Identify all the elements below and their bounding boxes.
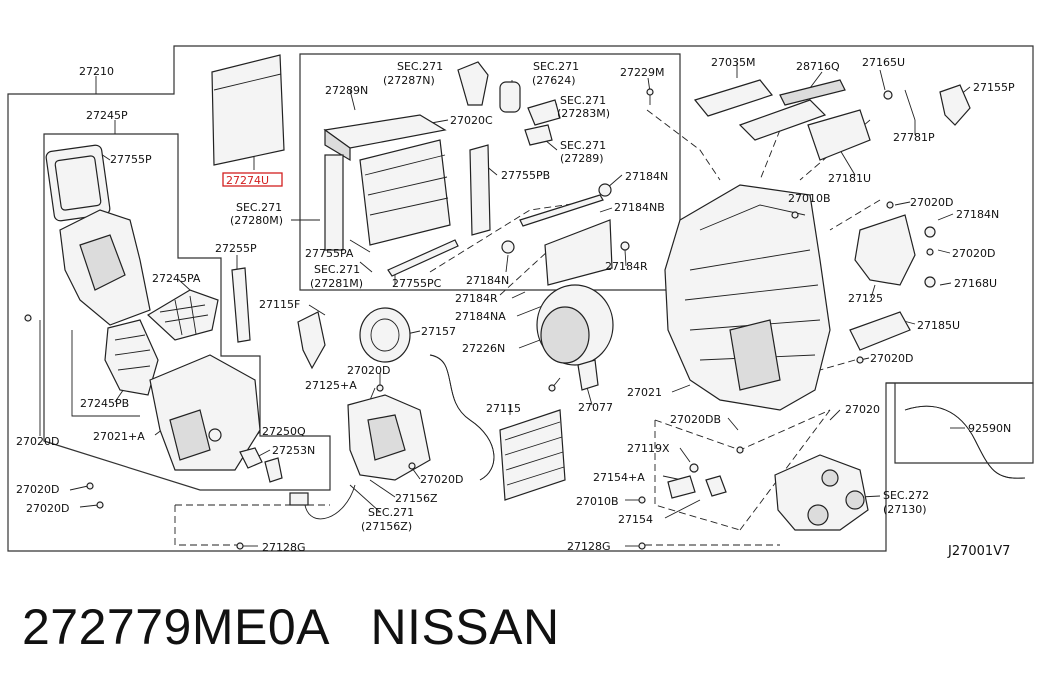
callout-sec-27283m-sub: (27283M) — [557, 107, 610, 120]
callout-27755PA: 27755PA — [305, 247, 354, 260]
callout-27155P: 27155P — [973, 81, 1015, 94]
callout-27035M: 27035M — [711, 56, 755, 69]
callout-27781P: 27781P — [893, 131, 935, 144]
callout-27184R-left: 27184R — [455, 292, 498, 305]
parts-diagram: 27210 27245P 27755P 27274U SEC.271 (2728… — [7, 45, 1034, 559]
callout-27168U: 27168U — [954, 277, 997, 290]
inner-frame-27245P — [43, 133, 331, 491]
callout-sec-27156z: SEC.271 — [368, 506, 414, 519]
callout-27020: 27020 — [845, 403, 880, 416]
callout-27755PB: 27755PB — [501, 169, 550, 182]
callout-27020C: 27020C — [450, 114, 493, 127]
part-caption: 272779ME0A NISSAN — [22, 598, 560, 656]
callout-27077: 27077 — [578, 401, 613, 414]
callout-sec-27287n: SEC.271 — [397, 60, 443, 73]
callout-sec-27280m-sub: (27280M) — [230, 214, 283, 227]
callout-27020D-r2: 27020D — [952, 247, 995, 260]
callout-27755P: 27755P — [110, 153, 152, 166]
callout-27755PC: 27755PC — [392, 277, 442, 290]
callout-27210: 27210 — [79, 65, 114, 78]
callout-27165U: 27165U — [862, 56, 905, 69]
callout-27020D-center: 27020D — [347, 364, 390, 377]
callout-27020D-r3: 27020D — [870, 352, 913, 365]
brand-name: NISSAN — [370, 599, 560, 655]
callout-sec-27283m: SEC.271 — [560, 94, 606, 107]
callout-92590N: 92590N — [968, 422, 1011, 435]
callout-sec-27624-sub: (27624) — [532, 74, 576, 87]
highlight-box — [222, 172, 283, 187]
callout-27020DB: 27020DB — [670, 413, 721, 426]
callout-28716Q: 28716Q — [796, 60, 840, 73]
callout-sec-27280m: SEC.271 — [236, 201, 282, 214]
callout-27274U: 27274U — [226, 174, 269, 187]
callout-27021: 27021 — [627, 386, 662, 399]
callout-27184N-right: 27184N — [956, 208, 999, 221]
callout-27020D-c2: 27020D — [420, 473, 463, 486]
callout-27119X: 27119X — [627, 442, 670, 455]
callout-27184N-top: 27184N — [625, 170, 668, 183]
callout-27020D-bl2: 27020D — [26, 502, 69, 515]
frame-92590N — [886, 382, 1034, 464]
part-shapes — [24, 54, 1026, 550]
callout-sec-27130: SEC.272 — [883, 489, 929, 502]
callout-27010B-lower: 27010B — [576, 495, 619, 508]
callout-27125A: 27125+A — [305, 379, 357, 392]
callout-27185U: 27185U — [917, 319, 960, 332]
callout-27255P: 27255P — [215, 242, 257, 255]
callout-27184NA: 27184NA — [455, 310, 506, 323]
callout-27020D-bl1: 27020D — [16, 483, 59, 496]
callout-27128G-right: 27128G — [567, 540, 611, 553]
callout-27020D-left: 27020D — [16, 435, 59, 448]
callout-27289N: 27289N — [325, 84, 368, 97]
callout-sec-27289-sub: (27289) — [560, 152, 604, 165]
frame-27245PB — [71, 330, 140, 417]
callout-27245PB: 27245PB — [80, 397, 129, 410]
callout-27010B-right: 27010B — [788, 192, 831, 205]
callout-sec-27281m: SEC.271 — [314, 263, 360, 276]
callout-27184N-mid: 27184N — [466, 274, 509, 287]
callout-sec-27624: SEC.271 — [533, 60, 579, 73]
callout-sec-27289: SEC.271 — [560, 139, 606, 152]
callout-27021A: 27021+A — [93, 430, 145, 443]
callout-27250Q: 27250Q — [262, 425, 306, 438]
callout-27128G-left: 27128G — [262, 541, 306, 554]
callout-27229M: 27229M — [620, 66, 664, 79]
callout-27184R-right: 27184R — [605, 260, 648, 273]
callout-27253N: 27253N — [272, 444, 315, 457]
callout-27154: 27154 — [618, 513, 653, 526]
callout-27245PA: 27245PA — [152, 272, 201, 285]
callout-27181U: 27181U — [828, 172, 871, 185]
callout-27156Z: 27156Z — [395, 492, 438, 505]
callout-27245P: 27245P — [86, 109, 128, 122]
callout-sec-27130-sub: (27130) — [883, 503, 927, 516]
callout-sec-27156z-sub: (27156Z) — [361, 520, 412, 533]
callout-27115F: 27115F — [259, 298, 300, 311]
callout-27125: 27125 — [848, 292, 883, 305]
callout-27115: 27115 — [486, 402, 521, 415]
callout-27184NB: 27184NB — [614, 201, 665, 214]
callout-27154A: 27154+A — [593, 471, 645, 484]
diagram-code: J27001V7 — [947, 544, 1010, 559]
callout-sec-27281m-sub: (27281M) — [310, 277, 363, 290]
callout-sec-27287n-sub: (27287N) — [383, 74, 435, 87]
callout-labels: 27210 27245P 27755P 27274U SEC.271 (2728… — [16, 56, 1015, 554]
callout-27157: 27157 — [421, 325, 456, 338]
callout-27020D-r1: 27020D — [910, 196, 953, 209]
callout-27226N: 27226N — [462, 342, 505, 355]
part-number: 272779ME0A — [22, 599, 328, 655]
